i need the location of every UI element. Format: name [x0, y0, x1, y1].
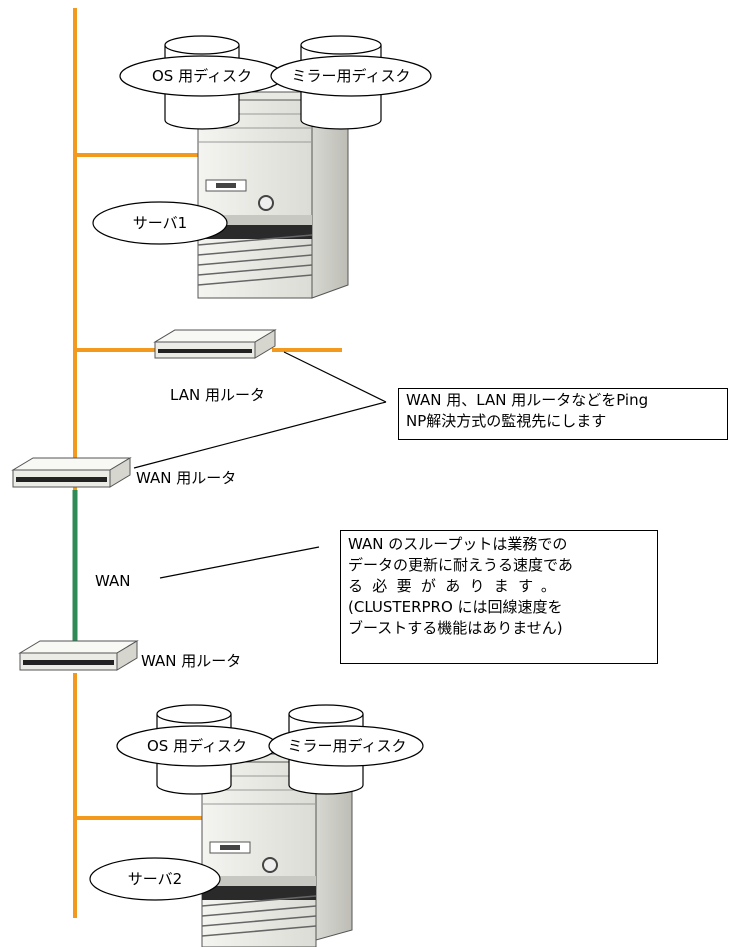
server-1-mirror-disk-label: ミラー用ディスク: [291, 67, 411, 85]
callout-leaders: [133, 351, 387, 579]
ping-callout-line-2: NP解決方式の監視先にします: [406, 412, 607, 430]
wan-router-top-label: WAN 用ルータ: [136, 469, 237, 487]
wan-router-bottom-label: WAN 用ルータ: [141, 652, 242, 670]
server-2-os-disk-label: OS 用ディスク: [146, 737, 248, 755]
server-1-os-disk-label: OS 用ディスク: [151, 67, 253, 85]
wan-router-bottom-icon: [18, 640, 139, 671]
server-2-name-bubble: [89, 857, 221, 901]
server-1-tower: [197, 91, 349, 299]
server-2-tower: [201, 753, 353, 947]
server-1-name-bubble: [92, 201, 228, 245]
lan-lines: [73, 8, 342, 918]
throughput-callout-line-4: (CLUSTERPRO には回線速度を: [348, 598, 563, 616]
lan-router-icon: [153, 329, 277, 359]
server-2-name-label: サーバ2: [127, 870, 183, 888]
server-1-name-label: サーバ1: [132, 214, 188, 232]
throughput-callout-line-3: る必要があります。: [348, 577, 566, 595]
wan-router-top-icon: [11, 457, 132, 488]
server-1-mirror-disk: [270, 35, 432, 130]
throughput-callout-line-5: ブーストする機能はありません): [348, 619, 563, 637]
lan-router-label: LAN 用ルータ: [170, 386, 265, 404]
ping-callout: WAN 用、LAN 用ルータなどをPing NP解決方式の監視先にします: [398, 388, 728, 440]
server-1-os-disk: [119, 35, 285, 130]
ping-callout-line-1: WAN 用、LAN 用ルータなどをPing: [406, 391, 649, 409]
wan-label: WAN: [95, 572, 131, 590]
throughput-callout-line-2: データの更新に耐えうる速度であ: [348, 556, 573, 574]
throughput-callout: WAN のスループットは業務での データの更新に耐えうる速度であ る必要がありま…: [340, 530, 658, 664]
throughput-callout-line-1: WAN のスループットは業務での: [348, 535, 568, 553]
server-2-mirror-disk-label: ミラー用ディスク: [287, 737, 407, 755]
server-2-os-disk: [116, 704, 278, 795]
server-2-mirror-disk: [268, 704, 424, 795]
